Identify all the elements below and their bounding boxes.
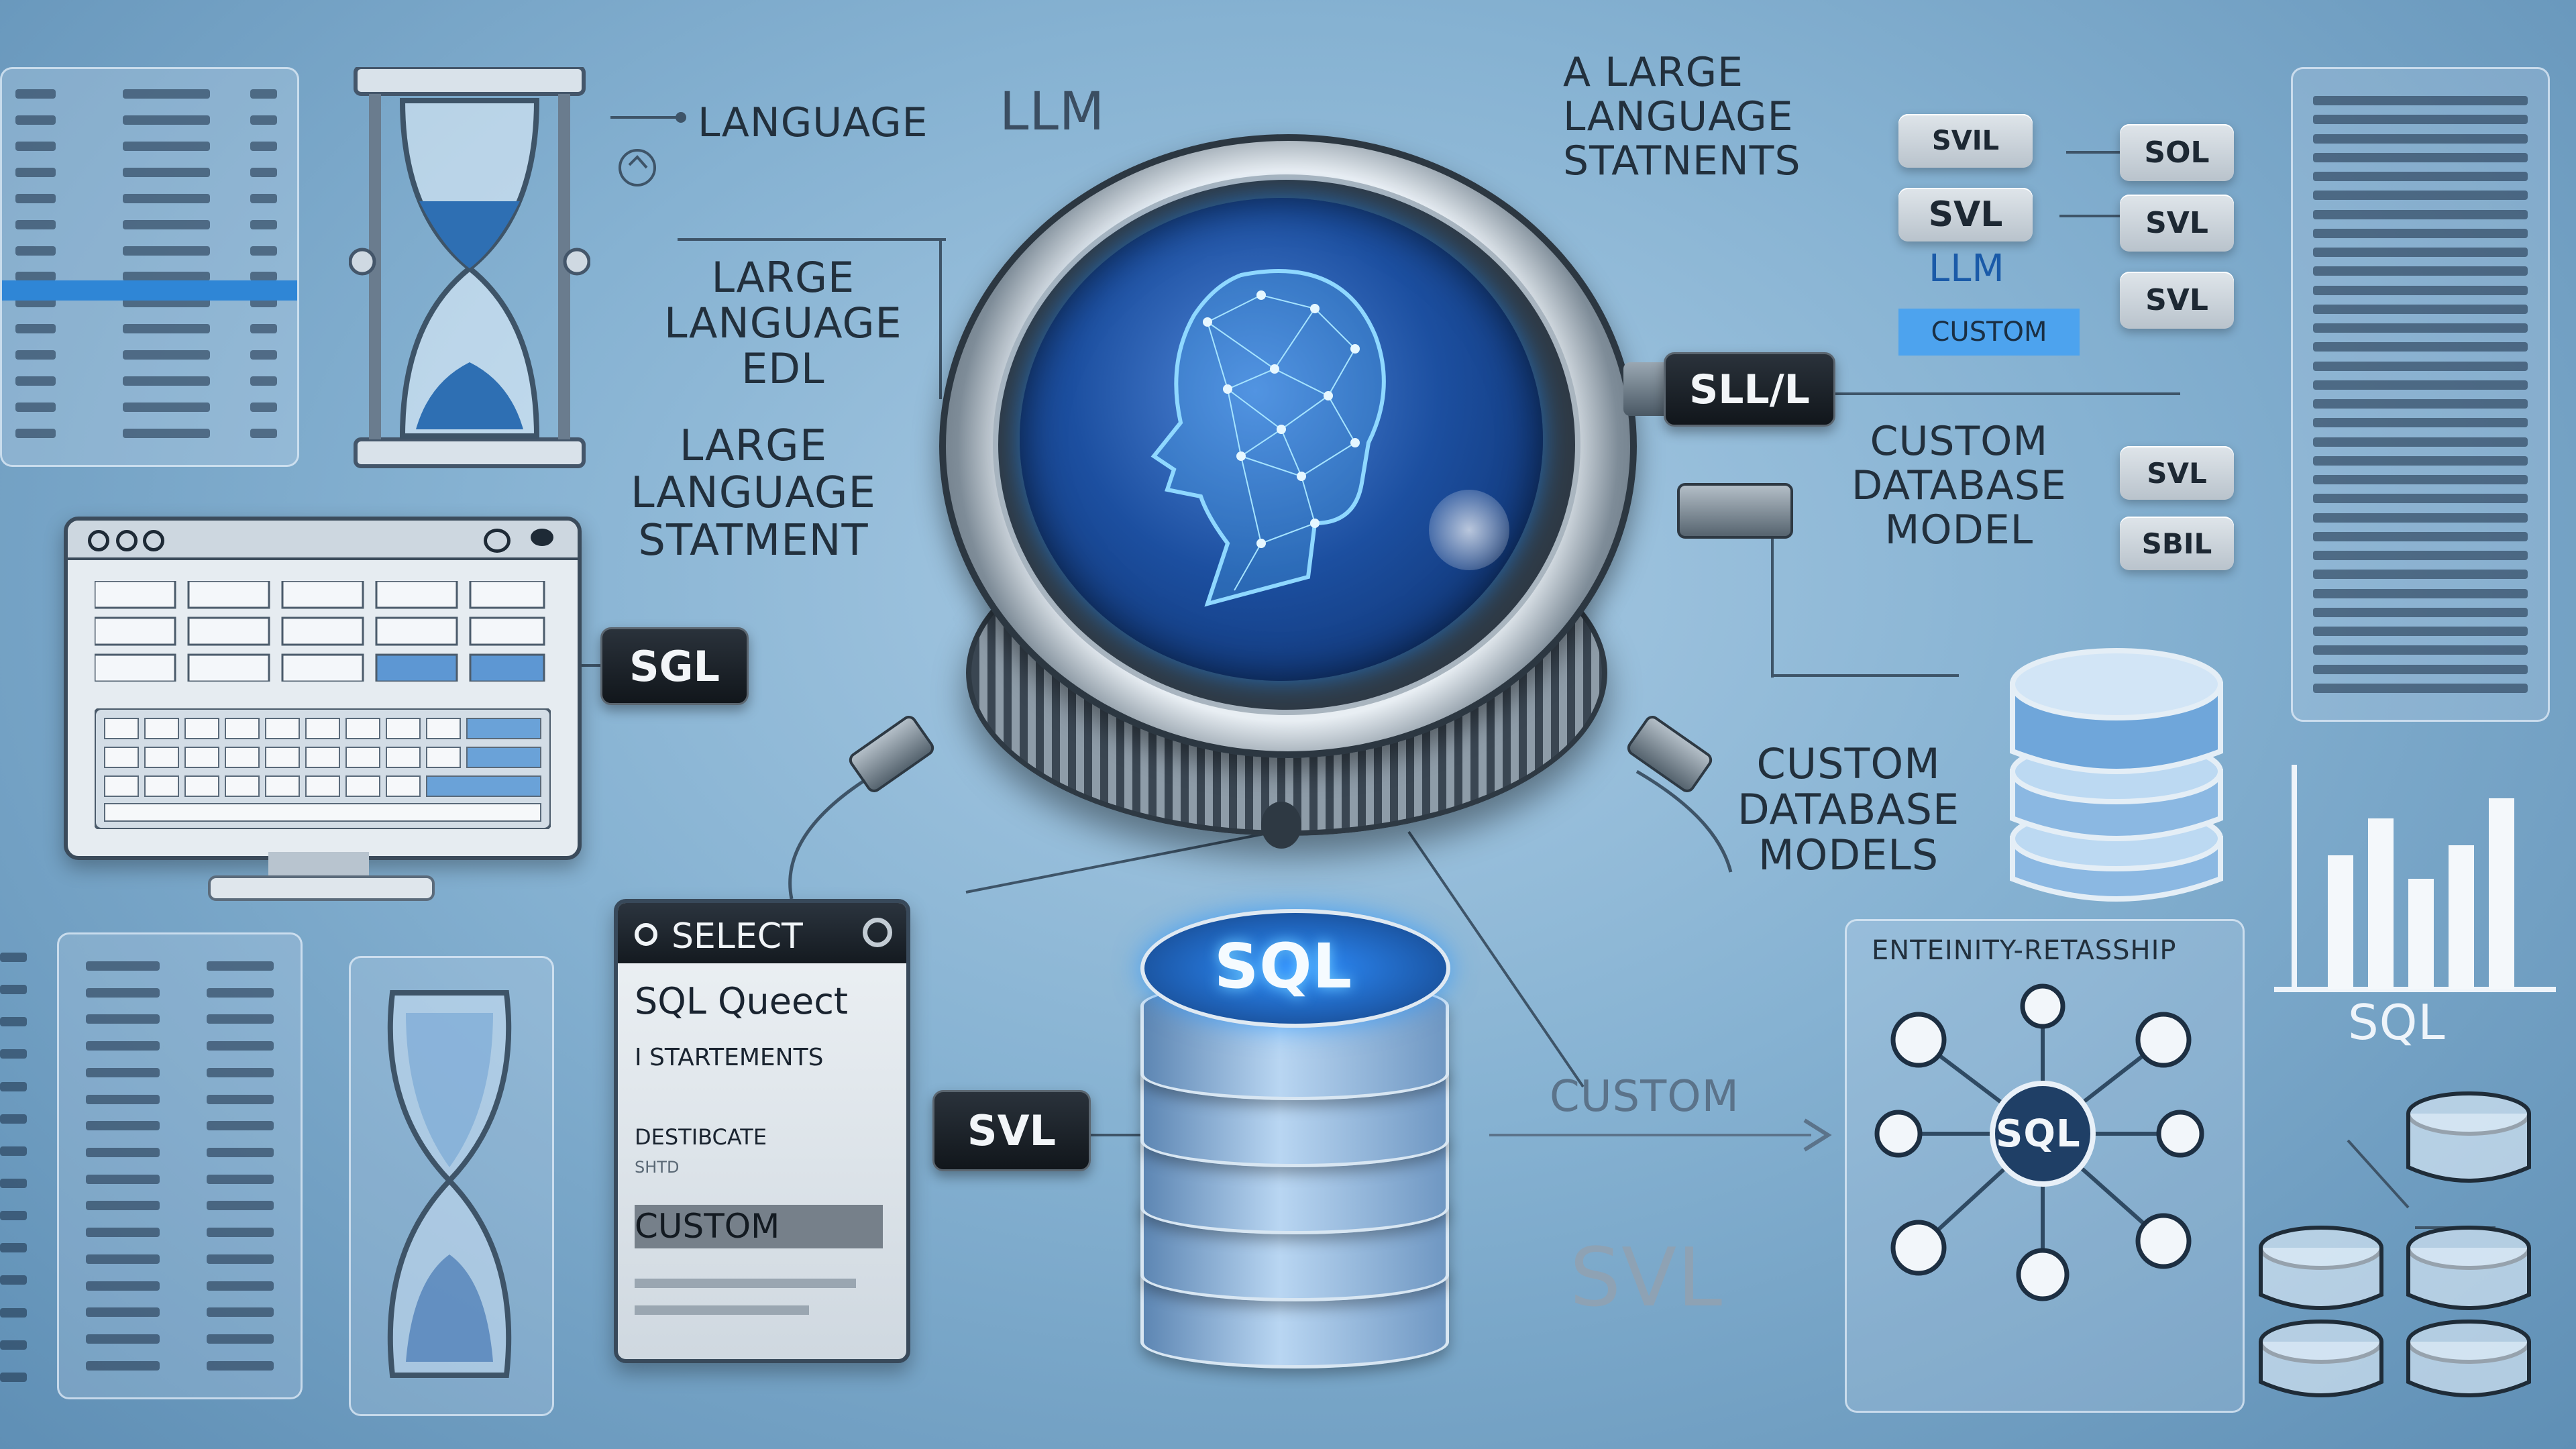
- select-custom-field[interactable]: CUSTOM: [635, 1205, 883, 1248]
- select-line-2: I STARTEMENTS: [635, 1044, 824, 1071]
- label-custom-database-models: CUSTOM DATABASE MODELS: [1737, 739, 1960, 880]
- connector-line: [1831, 392, 2180, 395]
- keyboard: [95, 708, 551, 829]
- hourglass-icon: [349, 67, 590, 468]
- text-placeholder-bar: [635, 1279, 856, 1288]
- connector-line: [2066, 151, 2120, 154]
- database-icon: [2010, 648, 2223, 902]
- connector-line: [577, 664, 604, 667]
- window-dot-icon[interactable]: [88, 530, 109, 551]
- hourglass-glass-icon: [387, 990, 512, 1378]
- computer-monitor: [64, 517, 582, 860]
- connector-line: [1771, 674, 1959, 677]
- entity-graph: [1874, 983, 2204, 1301]
- monitor-stand: [268, 852, 369, 879]
- window-dot-icon[interactable]: [116, 530, 138, 551]
- window-dot-icon[interactable]: [143, 530, 164, 551]
- database-cluster-icon: [2259, 1091, 2531, 1397]
- ai-head-icon: [1150, 269, 1386, 607]
- data-list-panel: [0, 67, 299, 467]
- window-control-icon[interactable]: [484, 529, 511, 553]
- connector-plug: [1677, 483, 1793, 539]
- select-line-4: SHTD: [635, 1158, 680, 1177]
- connector-line: [2059, 215, 2120, 217]
- tag-sbil[interactable]: SBIL: [2120, 517, 2234, 570]
- code-list-panel: [2291, 67, 2550, 722]
- label-svl-big: SVL: [1570, 1232, 1723, 1325]
- data-list-panel-bottom: [57, 932, 303, 1399]
- connector-plug: [1261, 802, 1301, 849]
- monitor-base: [208, 875, 435, 901]
- label-sql-hub: SQL: [1996, 1112, 2081, 1156]
- select-card-title: SELECT: [672, 916, 803, 957]
- tag-svl-center[interactable]: SVL: [932, 1090, 1091, 1171]
- select-query-card[interactable]: SELECT SQL Queect I STARTEMENTS DESTIBCA…: [614, 899, 910, 1363]
- select-line-1: SQL Queect: [635, 980, 849, 1022]
- label-custom: CUSTOM: [1550, 1072, 1739, 1122]
- label-sql-right: SQL: [2348, 994, 2446, 1051]
- radio-icon[interactable]: [863, 918, 892, 947]
- list-highlight-bar: [2, 280, 297, 301]
- connector-line: [1771, 510, 1774, 678]
- connector-line: [1087, 1134, 1140, 1136]
- tag-custom-blue[interactable]: CUSTOM: [1898, 309, 2080, 356]
- label-a-large-language: A LARGE LANGUAGE STATNENTS: [1563, 49, 1801, 184]
- spreadsheet-grid: [95, 581, 545, 682]
- lens-glare: [1429, 490, 1509, 570]
- arrow-right-icon: [1489, 1118, 1832, 1152]
- tag-svl-c[interactable]: SVL: [2120, 272, 2234, 329]
- tag-svl-d[interactable]: SVL: [2120, 446, 2234, 500]
- tag-svl-a[interactable]: SVL: [1898, 188, 2033, 241]
- select-line-3: DESTIBCATE: [635, 1124, 767, 1150]
- label-large-language-statment: LARGE LANGUAGE STATMENT: [631, 421, 876, 566]
- tag-svil[interactable]: SVIL: [1898, 114, 2033, 168]
- label-sql-db: SQL: [1214, 930, 1353, 1002]
- text-placeholder-bar: [635, 1305, 809, 1315]
- label-large-language-edl: LARGE LANGUAGE EDL: [664, 253, 902, 394]
- label-language: LANGUAGE: [698, 99, 928, 146]
- tag-svl-b[interactable]: SVL: [2120, 195, 2234, 252]
- label-llm: LLM: [1000, 82, 1106, 142]
- connector-line: [678, 238, 946, 241]
- connector-line: [939, 238, 942, 399]
- tag-sllal[interactable]: SLL/L: [1664, 352, 1835, 427]
- label-llm-small: LLM: [1929, 247, 2005, 290]
- monitor-titlebar: [68, 521, 578, 560]
- bar-chart-icon: [2274, 765, 2556, 992]
- select-card-header: SELECT: [618, 903, 906, 963]
- pointer-arrow-icon: [610, 112, 686, 186]
- db-top[interactable]: [1140, 909, 1450, 1028]
- label-custom-database-model: CUSTOM DATABASE MODEL: [1851, 418, 2067, 553]
- radio-icon[interactable]: [635, 923, 657, 946]
- ai-lens[interactable]: [1020, 198, 1543, 681]
- edge-list: [0, 953, 27, 1382]
- label-entity-relationship: ENTEINITY-RETASSHIP: [1872, 935, 2177, 966]
- tag-sol[interactable]: SOL: [2120, 124, 2234, 181]
- window-control-icon[interactable]: [531, 529, 553, 546]
- tag-sgl[interactable]: SGL: [600, 627, 749, 705]
